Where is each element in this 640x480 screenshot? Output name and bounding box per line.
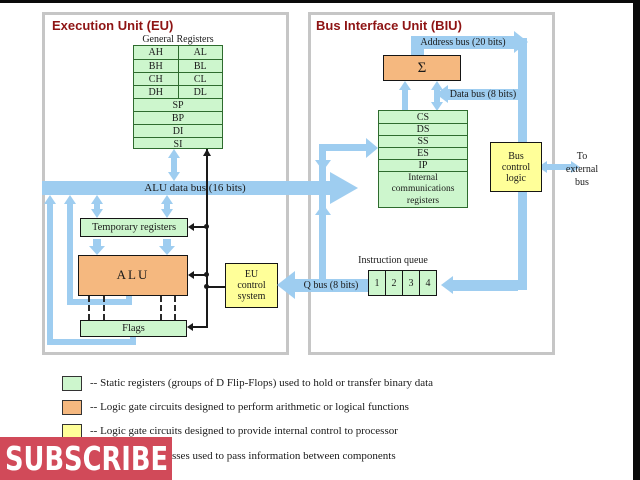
instruction-queue-label: Instruction queue <box>358 255 428 266</box>
control-to-eucontrol-line <box>206 286 225 288</box>
eu-control-system-box: EU control system <box>225 263 278 308</box>
temp-alu-line <box>93 239 101 247</box>
legend-item-partial: sses used to pass information between co… <box>172 450 396 462</box>
legend-swatch-orange <box>62 400 82 415</box>
bus-temp-arrow-up2 <box>161 195 173 204</box>
bus-to-queue-arrowhead <box>441 276 453 294</box>
queue-cell: 1 <box>368 270 386 296</box>
q-bus-arrowhead <box>277 271 295 299</box>
alu-feedback-vline <box>67 203 73 305</box>
legend-swatch-green <box>62 376 82 391</box>
queue-cell: 2 <box>385 270 403 296</box>
segment-registers-table: CS DS SS ES IP Internal communications r… <box>378 110 468 208</box>
to-external-bus-label: To external bus <box>565 151 599 188</box>
alu-box: ALU <box>78 255 188 296</box>
control-to-alu-arrow <box>188 271 194 279</box>
general-registers-table: AH AL BH BL CH CL DH DL SP BP DI SI <box>133 45 223 150</box>
sigma-databus-arrow-down <box>431 102 443 111</box>
data-bus <box>448 89 518 100</box>
temp-alu-arrow2 <box>159 246 175 255</box>
biu-title: Bus Interface Unit (BIU) <box>316 18 462 33</box>
bus-temp-arrow-down <box>91 209 103 218</box>
junction-arrow-up <box>315 204 331 215</box>
biu-branch-hline <box>319 144 367 151</box>
temporary-registers-box: Temporary registers <box>80 218 188 237</box>
flags-feedback-arrow <box>44 195 56 204</box>
alu-data-bus-arrowhead <box>330 172 358 204</box>
sigma-adder-box: Σ <box>383 55 461 81</box>
bus-temp-arrow-up <box>91 195 103 204</box>
alu-flags-dashed-link <box>88 296 90 320</box>
execution-unit-title: Execution Unit (EU) <box>52 18 174 33</box>
bus-temp-line <box>94 202 100 211</box>
segreg-sigma-arrow <box>399 81 411 90</box>
internal-comm-cell: Internal communications registers <box>379 171 467 208</box>
flags-feedback-hline <box>47 339 136 345</box>
external-arrow-left <box>538 161 547 173</box>
legend-item: -- Logic gate circuits designed to provi… <box>90 425 398 437</box>
table-row: BH BL <box>134 59 222 72</box>
legend-item: -- Static registers (groups of D Flip-Fl… <box>90 377 434 389</box>
bus-control-logic-box: Bus control logic <box>490 142 542 192</box>
data-bus-label: Data bus (8 bits) <box>449 89 517 100</box>
regs-bus-arrow-down <box>168 172 180 181</box>
q-bus-label: Q bus (8 bits) <box>303 280 359 291</box>
temp-alu-arrow <box>89 246 105 255</box>
general-registers-label: General Registers <box>142 34 214 45</box>
table-row: DH DL <box>134 85 222 98</box>
sigma-databus-arrow-up <box>431 81 443 90</box>
flags-box: Flags <box>80 320 187 337</box>
alu-data-bus <box>42 181 330 195</box>
temp-alu-line2 <box>163 239 171 247</box>
queue-cell: 3 <box>402 270 420 296</box>
flags-feedback-vline <box>47 203 53 345</box>
control-to-registers-arrow <box>203 149 211 156</box>
junction-arrow-down <box>315 160 331 171</box>
instruction-queue: 1 2 3 4 <box>368 270 437 296</box>
alu-feedback-vline2 <box>126 296 132 305</box>
control-to-flags-arrow <box>187 323 193 331</box>
table-row: CH CL <box>134 72 222 85</box>
address-bus-arrowhead <box>514 31 528 53</box>
legend-item: -- Logic gate circuits designed to perfo… <box>90 401 409 413</box>
subscribe-overlay[interactable]: SUBSCRIBE <box>0 437 172 480</box>
external-arrow-right <box>571 161 580 173</box>
top-edge-bar <box>0 0 640 3</box>
alu-feedback-hline <box>67 299 132 305</box>
q-bus <box>294 279 368 292</box>
alu-data-bus-label: ALU data bus (16 bits) <box>144 182 246 194</box>
table-row: AH AL <box>134 46 222 59</box>
right-edge-bar <box>633 0 640 480</box>
address-bus-label: Address bus (20 bits) <box>420 37 506 48</box>
queue-cell: 4 <box>419 270 437 296</box>
eu-control-vline <box>206 149 208 327</box>
bus-temp-line2 <box>164 202 170 211</box>
flags-feedback-vline2 <box>130 336 136 345</box>
subscribe-label: SUBSCRIBE <box>5 439 169 478</box>
bus-to-queue-line <box>452 280 518 291</box>
address-bus <box>411 36 514 49</box>
alu-feedback-arrow <box>64 195 76 204</box>
bus-temp-arrow-down2 <box>161 209 173 218</box>
regs-bus-arrow-up <box>168 149 180 158</box>
control-to-temp-arrow <box>188 223 194 231</box>
biu-branch-arrowhead <box>366 138 378 158</box>
regs-bus-arrow-line <box>171 157 177 174</box>
